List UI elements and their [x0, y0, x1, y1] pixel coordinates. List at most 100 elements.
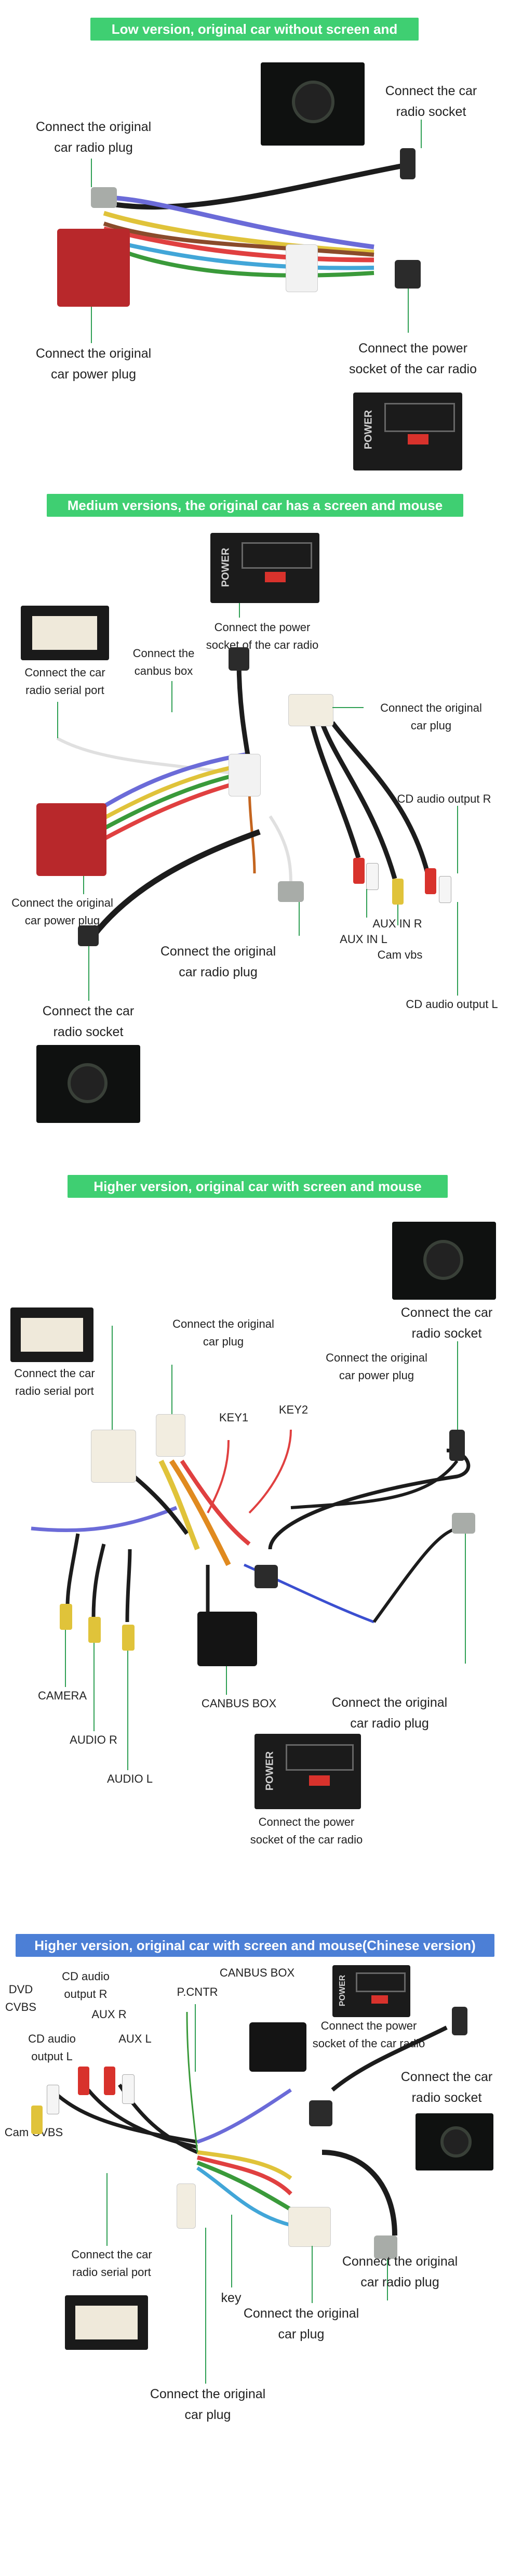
radio-socket-plug [78, 925, 99, 946]
radio-socket-photo [416, 2113, 493, 2170]
serial-port-photo [10, 1307, 93, 1362]
leader-key [231, 2215, 232, 2287]
harness-center-block [286, 244, 318, 292]
leader-serial-port [106, 2173, 108, 2246]
radio-socket-photo [261, 62, 365, 146]
section2-wires [56, 660, 434, 938]
leader-cd-output-l [457, 902, 458, 996]
socket-pin-grid [286, 1744, 354, 1771]
label-aux-in-l: AUX IN L [340, 933, 387, 946]
rca-cam-vbs [392, 879, 404, 905]
label-serial-port: Connect the car radio serial port [14, 1367, 95, 1397]
label-car-radio-plug: Connect the original car radio plug [342, 2254, 458, 2290]
socket-red-clip [265, 572, 286, 582]
car-radio-plug [278, 881, 304, 902]
section-banner: Low version, original car without screen… [90, 18, 419, 60]
serial-connector [75, 2306, 138, 2339]
leader-p-cntr [195, 2004, 196, 2072]
label-power-socket: Connect the power socket of the car radi… [206, 621, 319, 651]
leader-canbus-box [171, 681, 172, 712]
label-car-radio-socket: Connect the car radio socket [42, 1004, 135, 1039]
camera-rca [60, 1604, 72, 1630]
label-power-socket: Connect the power socket of the car radi… [250, 1815, 363, 1846]
power-socket-photo: POWER [332, 1965, 410, 2017]
label-canbus-box: Connect the canbus box [132, 647, 195, 677]
label-car-power-plug: Connect the original car power plug [326, 1351, 427, 1382]
radio-socket-plug [400, 148, 416, 179]
label-key2: KEY2 [278, 1403, 309, 1416]
section-banner: Higher version, original car with screen… [16, 1934, 494, 1957]
label-car-power-plug: Connect the original car power plug [35, 346, 152, 382]
rca-cd-output-r [425, 868, 436, 894]
serial-connector [21, 1318, 83, 1352]
label-audio-r: AUDIO R [70, 1733, 117, 1746]
radio-knob [68, 1063, 108, 1103]
label-car-plug-2: Connect the original car plug [150, 2387, 266, 2422]
car-plug-connector [288, 2207, 331, 2247]
radio-socket-photo [392, 1222, 496, 1300]
socket-red-clip [309, 1775, 330, 1786]
socket-pin-grid [356, 1972, 406, 1992]
radio-knob [440, 2126, 472, 2157]
leader-radio-socket [421, 120, 422, 148]
section1-wires [103, 163, 406, 278]
leader-car-plug-1 [312, 2246, 313, 2303]
label-p-cntr: P.CNTR [177, 1985, 218, 1998]
serial-port-photo [65, 2295, 148, 2350]
leader-serial-port [57, 702, 58, 738]
leader-car-power-plug [171, 1365, 172, 1414]
rca-cd-output-l [47, 2085, 59, 2114]
power-socket-photo: POWER [210, 533, 319, 603]
label-car-power-plug: Connect the original car power plug [11, 896, 113, 927]
leader-audio-l [127, 1651, 128, 1770]
label-camera: CAMERA [37, 1689, 87, 1702]
socket-red-clip [371, 1995, 388, 2004]
leader-car-power-plug [91, 307, 92, 343]
car-radio-plug [452, 1513, 475, 1534]
leader-car-plug [332, 707, 364, 708]
leader-car-radio-plug [387, 2259, 388, 2300]
leader-power-socket [239, 603, 240, 618]
power-socket-plug [309, 2100, 332, 2126]
socket-pin-grid [242, 542, 312, 569]
rca-aux-l [122, 2074, 135, 2104]
audio-r-rca [88, 1617, 101, 1643]
car-plug-connector [288, 694, 333, 726]
label-car-radio-plug: Connect the original car radio plug [35, 120, 152, 155]
power-socket-plug [395, 260, 421, 289]
label-key1: KEY1 [219, 1411, 249, 1424]
radio-socket-plug [452, 2007, 467, 2035]
label-cam-vbs: Cam vbs [377, 948, 423, 961]
car-plug-connector [91, 1430, 136, 1483]
section-low-version: Low version, original car without screen… [0, 0, 509, 494]
car-power-plug [36, 803, 106, 876]
label-canbus-box: CANBUS BOX [201, 1697, 277, 1710]
antenna-cable [103, 163, 406, 210]
car-radio-plug [91, 187, 117, 208]
power-text: POWER [264, 1751, 276, 1791]
leader-car-radio-plug [299, 902, 300, 936]
serial-connector [32, 616, 97, 650]
label-car-radio-plug: Connect the original car radio plug [160, 944, 276, 979]
power-socket-photo: POWER [353, 393, 462, 470]
socket-red-clip [408, 434, 428, 444]
leader-canbus-box [226, 1666, 227, 1695]
leader-power-socket [408, 289, 409, 333]
power-socket-plug [254, 1565, 278, 1588]
leader-radio-socket [457, 1341, 458, 1430]
label-car-radio-socket: Connect the car radio socket [385, 84, 477, 119]
label-aux-r: AUX R [91, 2008, 127, 2021]
section-banner: Higher version, original car with screen… [68, 1175, 448, 1198]
power-text: POWER [363, 410, 374, 450]
label-cd-output-l: CD audio output L [406, 998, 498, 1011]
harness-center-block [229, 754, 261, 796]
label-canbus-box: CANBUS BOX [219, 1966, 295, 1979]
leader-car-radio-plug [465, 1534, 466, 1664]
leader-aux-in [366, 889, 367, 918]
section4-wires [50, 2011, 448, 2236]
label-cd-output-r: CD audio output R [397, 792, 491, 805]
label-car-plug: Connect the original car plug [380, 701, 482, 732]
radio-knob [423, 1240, 463, 1280]
label-power-socket: Connect the power socket of the car radi… [349, 341, 477, 376]
leader-camera [65, 1630, 66, 1687]
